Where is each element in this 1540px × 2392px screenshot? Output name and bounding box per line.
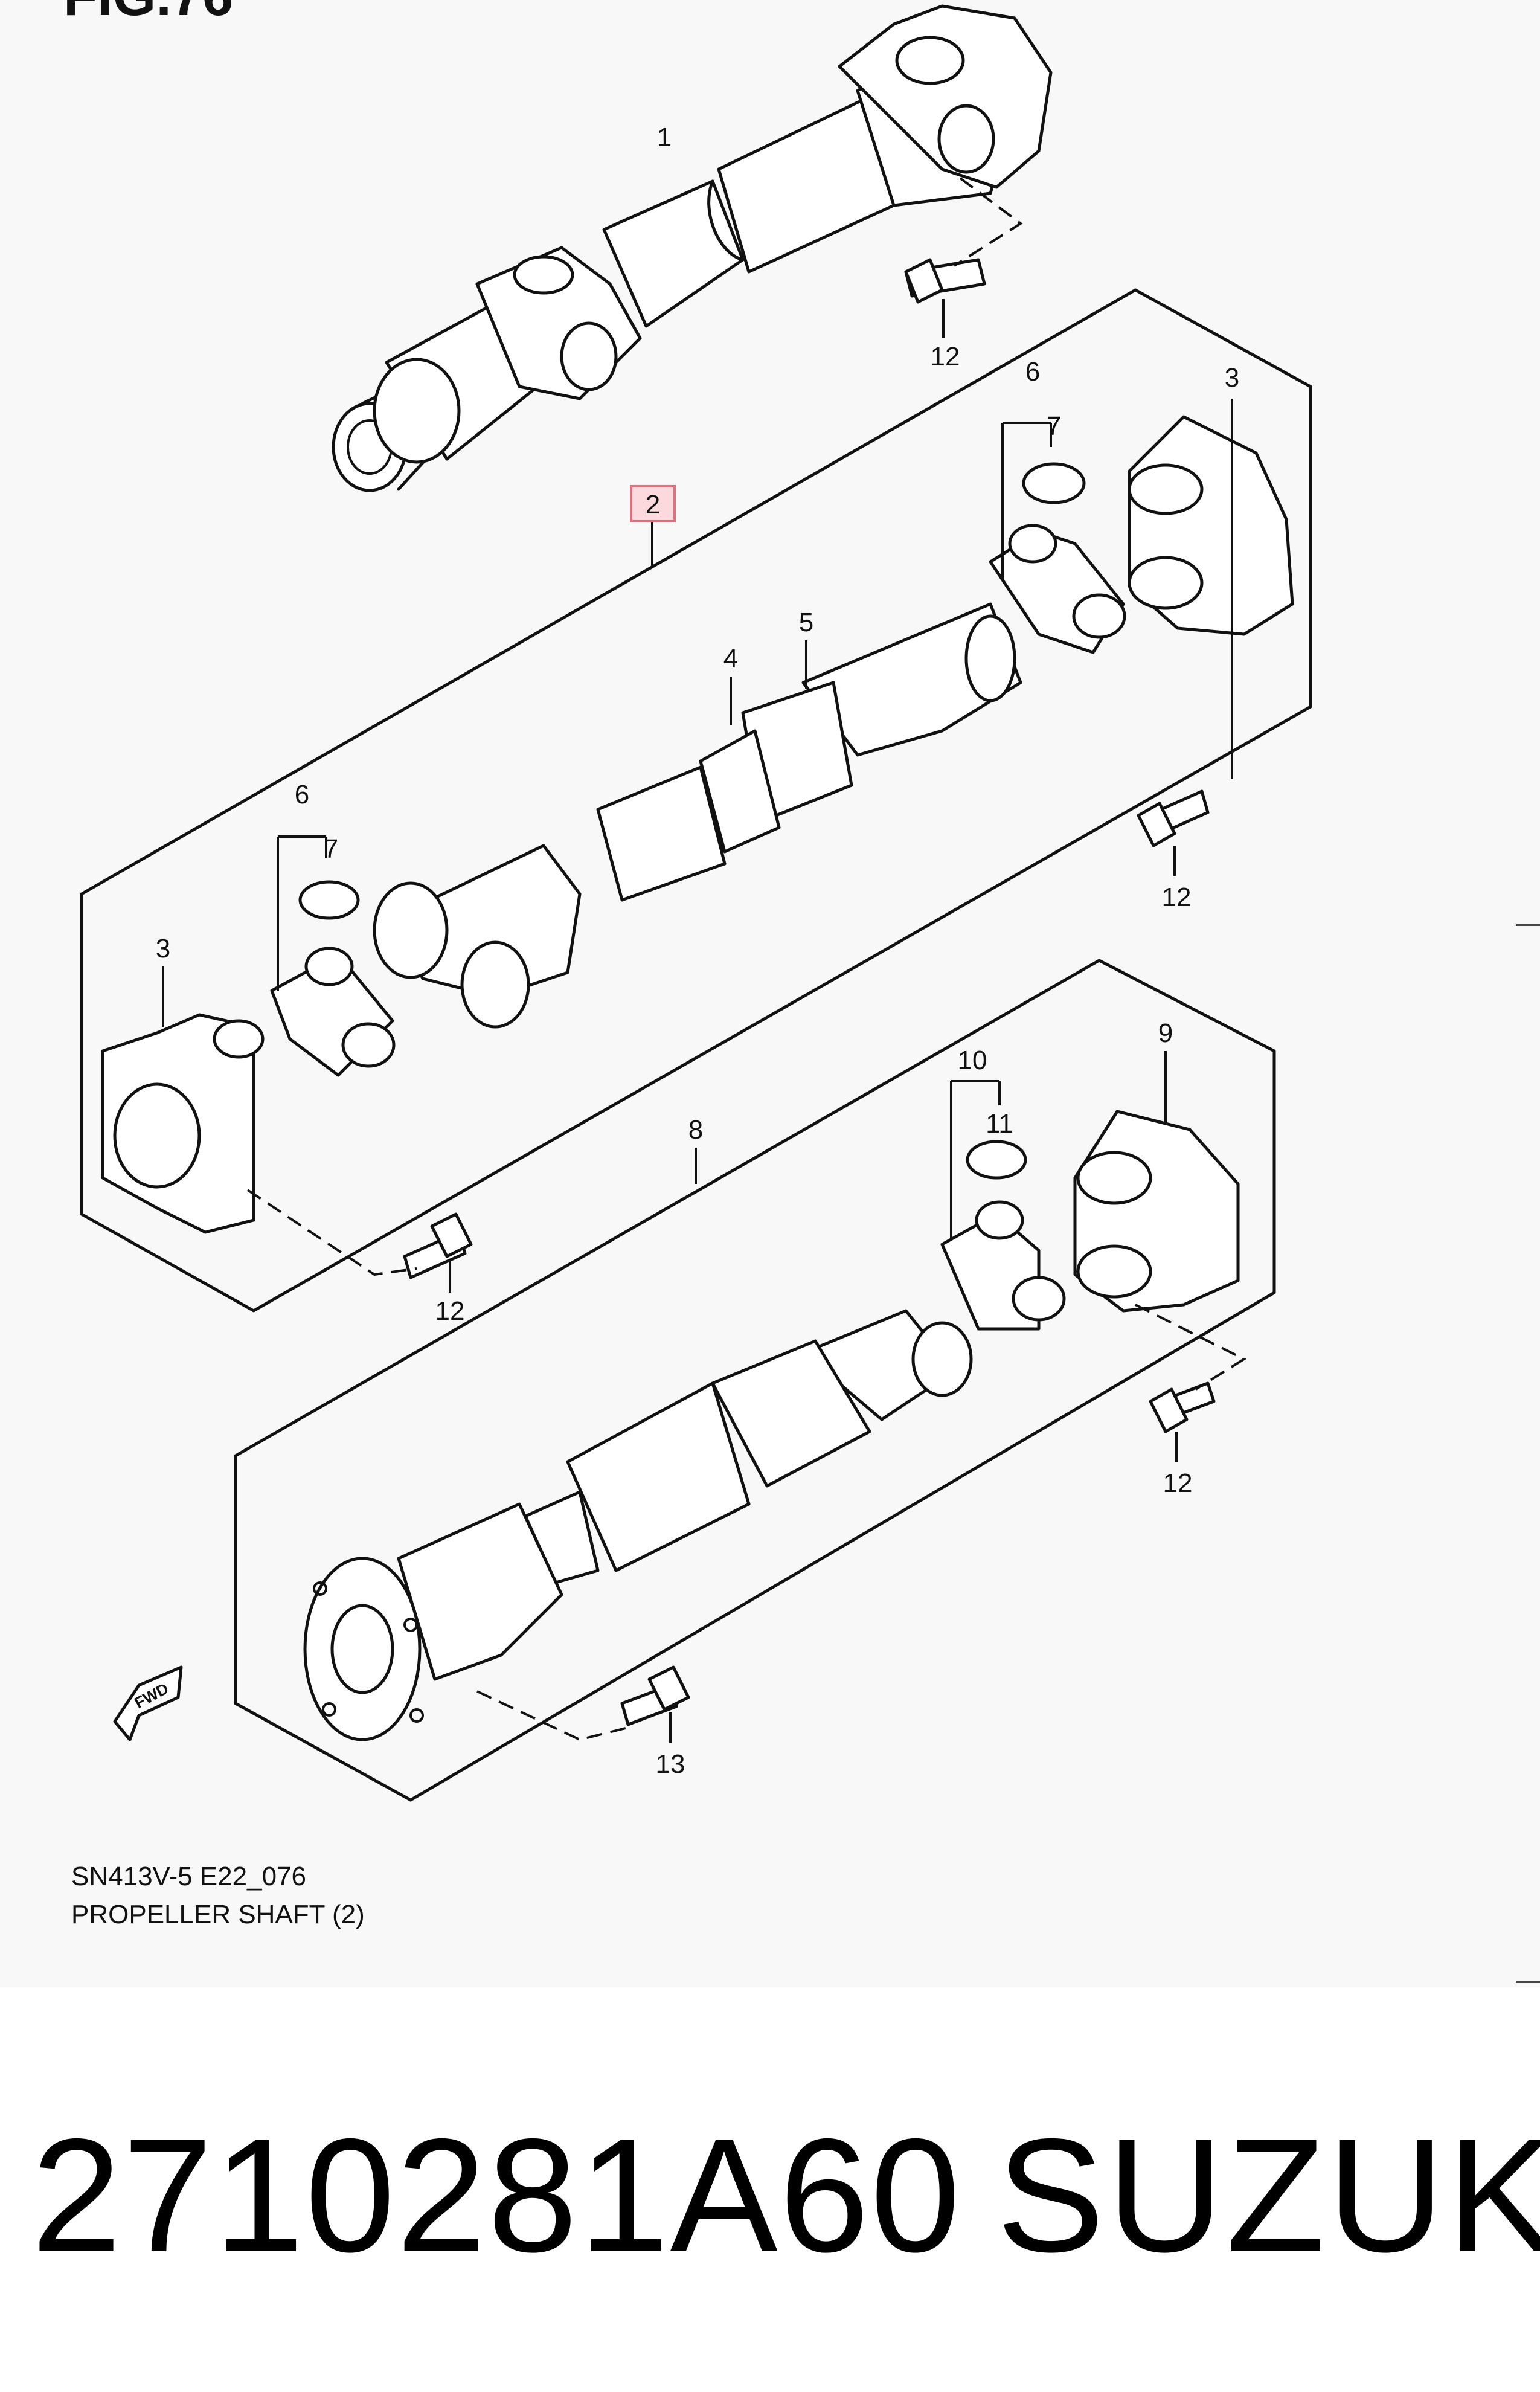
callout-5: 5 bbox=[799, 608, 813, 637]
callout-10: 10 bbox=[958, 1046, 987, 1075]
callout-3-lower: 3 bbox=[156, 934, 170, 963]
callout-7-lower: 7 bbox=[324, 834, 338, 864]
callout-12-bottom: 12 bbox=[1163, 1468, 1193, 1498]
parts-diagram: FWD 1 2 3 4 5 6 7 12 12 6 7 3 8 12 10 11… bbox=[63, 0, 1540, 1983]
parts-4-5-center-shaft bbox=[373, 602, 1022, 1029]
diagram-code: SN413V-5 E22_076 bbox=[71, 1862, 306, 1891]
fwd-arrow-icon: FWD bbox=[113, 1665, 183, 1741]
brand-name: SUZUKI bbox=[996, 2104, 1540, 2286]
callout-8: 8 bbox=[688, 1115, 703, 1145]
callout-labels: 1 2 3 4 5 6 7 12 12 6 7 3 8 12 10 11 9 1… bbox=[156, 123, 1239, 1779]
callout-9: 9 bbox=[1158, 1018, 1173, 1048]
figure-title: FIG.76 bbox=[63, 0, 233, 28]
callout-11: 11 bbox=[986, 1109, 1013, 1139]
bolts-12-middle bbox=[246, 789, 1210, 1293]
part-9-flange-yoke bbox=[940, 1051, 1247, 1462]
callout-6-upper: 6 bbox=[1025, 357, 1040, 387]
callout-2: 2 bbox=[646, 490, 660, 519]
callout-7-upper: 7 bbox=[1047, 411, 1061, 441]
part-8-propeller-shaft bbox=[303, 1309, 973, 1743]
callout-13: 13 bbox=[656, 1749, 685, 1779]
edge-tick-mark bbox=[1516, 924, 1540, 926]
diagram-caption: PROPELLER SHAFT (2) bbox=[71, 1900, 365, 1929]
part-8-assembly-frame bbox=[234, 959, 1276, 1802]
callout-12-middle-right: 12 bbox=[1162, 883, 1192, 912]
parts-6-7-spider-upper bbox=[989, 422, 1126, 654]
part-3-flange-yoke-lower bbox=[101, 835, 396, 1234]
part-2-assembly-frame bbox=[80, 288, 1312, 1313]
callout-6-lower: 6 bbox=[295, 780, 309, 809]
part-number: 2710281A60 bbox=[31, 2104, 962, 2286]
callout-12-top: 12 bbox=[931, 342, 960, 371]
callout-12-middle-left: 12 bbox=[435, 1296, 465, 1326]
part-3-flange-yoke-upper bbox=[1128, 399, 1294, 779]
callout-3-upper: 3 bbox=[1225, 363, 1239, 393]
edge-tick-mark bbox=[1516, 1981, 1540, 1983]
callout-4: 4 bbox=[723, 644, 738, 674]
exploded-view-drawing: FWD 1 2 3 4 5 6 7 12 12 6 7 3 8 12 10 11… bbox=[80, 4, 1312, 1802]
callout-1: 1 bbox=[657, 123, 672, 152]
part-1-propeller-shaft bbox=[332, 4, 1053, 492]
part-2-highlight bbox=[630, 485, 676, 522]
